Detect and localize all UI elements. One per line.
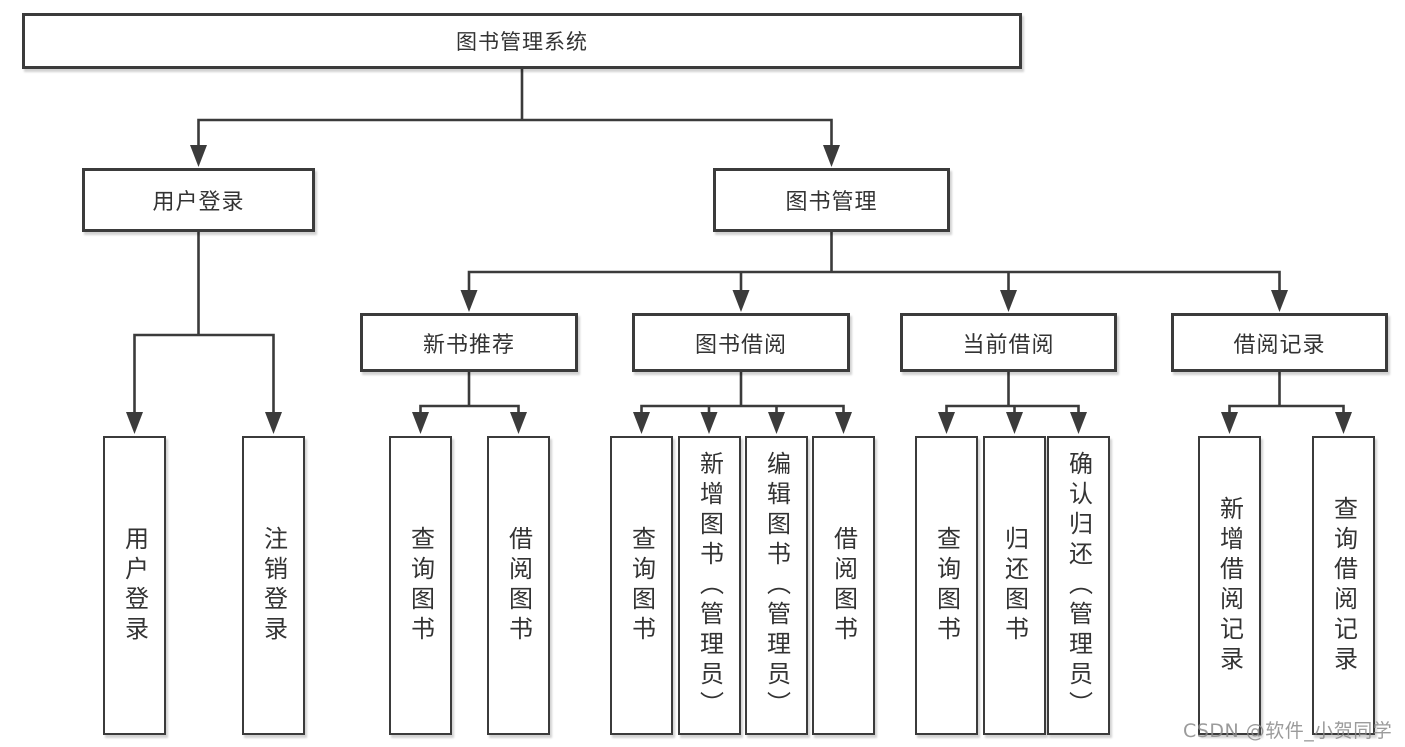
leaf-query-books-current: 查询图书 [915, 436, 978, 735]
node-user-login: 用户登录 [82, 168, 315, 232]
leaf-add-book-admin: 新增图书（管理员） [678, 436, 741, 735]
leaf-query-books-borrow: 查询图书 [610, 436, 673, 735]
leaf-edit-book-admin: 编辑图书（管理员） [745, 436, 808, 735]
arrowheads [126, 145, 1352, 434]
node-book-borrow: 图书借阅 [632, 313, 850, 372]
leaf-logout: 注销登录 [242, 436, 305, 735]
leaf-borrow-books-recommend: 借阅图书 [487, 436, 550, 735]
node-book-management: 图书管理 [713, 168, 950, 232]
leaf-return-book: 归还图书 [983, 436, 1046, 735]
csdn-watermark: CSDN @软件_小贺同学 [1183, 720, 1393, 742]
leaf-query-books-recommend: 查询图书 [389, 436, 452, 735]
leaf-add-borrow-record: 新增借阅记录 [1198, 436, 1261, 735]
leaf-user-login: 用户登录 [103, 436, 166, 735]
leaf-borrow-books: 借阅图书 [812, 436, 875, 735]
leaf-query-borrow-record: 查询借阅记录 [1312, 436, 1375, 735]
node-borrow-records: 借阅记录 [1171, 313, 1388, 372]
node-new-book-recommend: 新书推荐 [360, 313, 578, 372]
leaf-confirm-return-admin: 确认归还（管理员） [1047, 436, 1110, 735]
node-current-borrow: 当前借阅 [900, 313, 1117, 372]
node-root: 图书管理系统 [22, 13, 1022, 69]
